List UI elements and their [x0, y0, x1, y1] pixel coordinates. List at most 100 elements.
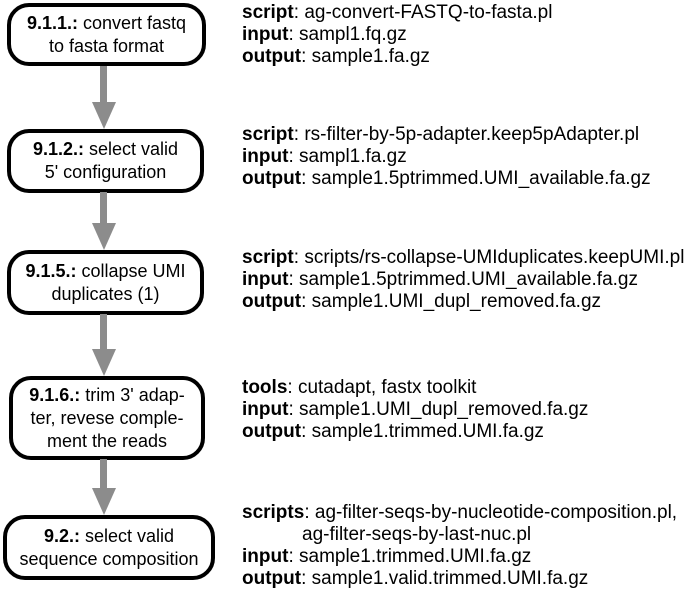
- step-title-line: sequence composition: [19, 548, 199, 569]
- detail-label: input: [242, 546, 289, 567]
- detail-line: output: sample1.valid.trimmed.UMI.fa.gz: [242, 568, 677, 590]
- down-arrow-icon: [91, 314, 116, 376]
- step-details-9-1-5: script: scripts/rs-collapse-UMIduplicate…: [242, 247, 684, 313]
- detail-value: ag-convert-FASTQ-to-fasta.pl: [304, 2, 553, 23]
- arrow-head: [91, 349, 116, 376]
- detail-line: input: sample1.UMI_dupl_removed.fa.gz: [242, 399, 588, 421]
- step-details-9-1-6: tools: cutadapt, fastx toolkit input: sa…: [242, 377, 588, 443]
- step-title-text: select valid: [83, 139, 179, 159]
- step-title-text: collapse UMI: [76, 260, 186, 281]
- detail-line: output: sample1.5ptrimmed.UMI_available.…: [242, 168, 651, 190]
- step-node-9-1-5: 9.1.5.: collapse UMI duplicates (1): [7, 250, 204, 315]
- detail-separator: :: [301, 168, 312, 189]
- detail-label: input: [242, 24, 289, 45]
- detail-separator: :: [287, 377, 298, 398]
- step-number: 9.1.2.:: [32, 139, 84, 159]
- detail-continuation-line: ag-filter-seqs-by-last-nuc.pl: [242, 524, 677, 546]
- step-title-line: 9.2.: select valid: [44, 525, 174, 548]
- down-arrow-icon: [91, 192, 116, 250]
- arrow-head: [91, 488, 116, 515]
- detail-value: sample1.trimmed.UMI.fa.gz: [299, 546, 532, 567]
- arrow-head: [91, 102, 116, 129]
- step-title-text: trim 3' adap-: [80, 384, 185, 405]
- detail-line: script: scripts/rs-collapse-UMIduplicate…: [242, 247, 684, 269]
- step-details-9-1-1: script: ag-convert-FASTQ-to-fasta.pl inp…: [242, 2, 552, 68]
- arrow-stem: [100, 314, 107, 349]
- detail-value: sample1.trimmed.UMI.fa.gz: [311, 421, 544, 442]
- step-node-9-2: 9.2.: select valid sequence composition: [3, 515, 215, 580]
- detail-line: input: sampl1.fa.gz: [242, 146, 651, 168]
- detail-label: script: [242, 124, 294, 145]
- step-number: 9.1.5.:: [25, 260, 77, 281]
- detail-label: output: [242, 421, 302, 442]
- detail-label: output: [242, 168, 302, 189]
- detail-separator: :: [293, 124, 305, 145]
- arrow-head: [91, 223, 116, 250]
- detail-line: input: sample1.5ptrimmed.UMI_available.f…: [242, 269, 684, 291]
- detail-value: ag-filter-seqs-by-nucleotide-composition…: [314, 502, 678, 523]
- detail-separator: :: [293, 2, 305, 23]
- step-title-line: ter, revese comple-: [30, 407, 184, 428]
- step-title-line: 9.1.5.: collapse UMI: [25, 260, 185, 283]
- detail-separator: :: [301, 291, 312, 312]
- detail-value: sample1.fa.gz: [311, 46, 430, 67]
- step-number: 9.1.6.:: [29, 384, 81, 405]
- detail-label: script: [242, 2, 294, 23]
- detail-label: scripts: [242, 502, 305, 523]
- detail-label: tools: [242, 377, 288, 398]
- detail-value: sampl1.fq.gz: [299, 24, 407, 45]
- detail-label: output: [242, 46, 302, 67]
- detail-line: scripts: ag-filter-seqs-by-nucleotide-co…: [242, 502, 677, 524]
- detail-value: sample1.UMI_dupl_removed.fa.gz: [311, 291, 602, 312]
- step-title-line: to fasta format: [48, 35, 165, 56]
- detail-separator: :: [301, 421, 312, 442]
- detail-label: output: [242, 568, 302, 589]
- detail-value: sample1.5ptrimmed.UMI_available.fa.gz: [299, 269, 638, 290]
- detail-line: tools: cutadapt, fastx toolkit: [242, 377, 588, 399]
- detail-separator: :: [288, 24, 299, 45]
- arrow-stem: [100, 459, 107, 488]
- detail-line: output: sample1.fa.gz: [242, 46, 552, 68]
- detail-line: script: rs-filter-by-5p-adapter.keep5pAd…: [242, 124, 651, 146]
- down-arrow-icon: [91, 459, 116, 515]
- detail-value: sampl1.fa.gz: [299, 146, 407, 167]
- detail-label: output: [242, 291, 302, 312]
- step-node-9-1-6: 9.1.6.: trim 3' adap- ter, revese comple…: [9, 376, 205, 460]
- down-arrow-icon: [91, 66, 116, 129]
- step-title-line: 9.1.2.: select valid: [33, 138, 178, 161]
- detail-line: script: ag-convert-FASTQ-to-fasta.pl: [242, 2, 552, 24]
- detail-value: scripts/rs-collapse-UMIduplicates.keepUM…: [304, 247, 685, 268]
- detail-value: sample1.UMI_dupl_removed.fa.gz: [299, 399, 589, 420]
- detail-label: script: [242, 247, 294, 268]
- step-title-line: ment the reads: [46, 430, 168, 451]
- detail-line: input: sample1.trimmed.UMI.fa.gz: [242, 546, 677, 568]
- step-title-text: convert fastq: [77, 12, 187, 33]
- step-title-text: select valid: [79, 525, 175, 546]
- detail-label: input: [242, 399, 289, 420]
- detail-separator: :: [288, 399, 299, 420]
- detail-label: input: [242, 146, 289, 167]
- detail-separator: :: [288, 546, 299, 567]
- detail-value: cutadapt, fastx toolkit: [297, 377, 477, 398]
- step-title-line: 5' configuration: [44, 162, 167, 182]
- detail-separator: :: [288, 269, 299, 290]
- detail-separator: :: [304, 502, 315, 523]
- detail-value: sample1.5ptrimmed.UMI_available.fa.gz: [311, 168, 651, 189]
- detail-separator: :: [293, 247, 305, 268]
- arrow-stem: [100, 66, 107, 102]
- step-number: 9.1.1.:: [26, 12, 78, 33]
- step-node-9-1-1: 9.1.1.: convert fastq to fasta format: [7, 3, 206, 66]
- step-title-line: 9.1.6.: trim 3' adap-: [29, 384, 185, 407]
- detail-value: ag-filter-seqs-by-last-nuc.pl: [302, 524, 532, 545]
- step-number: 9.2.:: [43, 525, 80, 546]
- detail-line: output: sample1.UMI_dupl_removed.fa.gz: [242, 291, 684, 313]
- step-title-line: 9.1.1.: convert fastq: [27, 12, 186, 35]
- arrow-stem: [100, 192, 107, 223]
- detail-line: output: sample1.trimmed.UMI.fa.gz: [242, 421, 588, 443]
- step-details-9-1-2: script: rs-filter-by-5p-adapter.keep5pAd…: [242, 124, 651, 190]
- detail-separator: :: [301, 46, 312, 67]
- step-details-9-2: scripts: ag-filter-seqs-by-nucleotide-co…: [242, 502, 677, 590]
- step-node-9-1-2: 9.1.2.: select valid 5' configuration: [7, 129, 204, 193]
- detail-label: input: [242, 269, 289, 290]
